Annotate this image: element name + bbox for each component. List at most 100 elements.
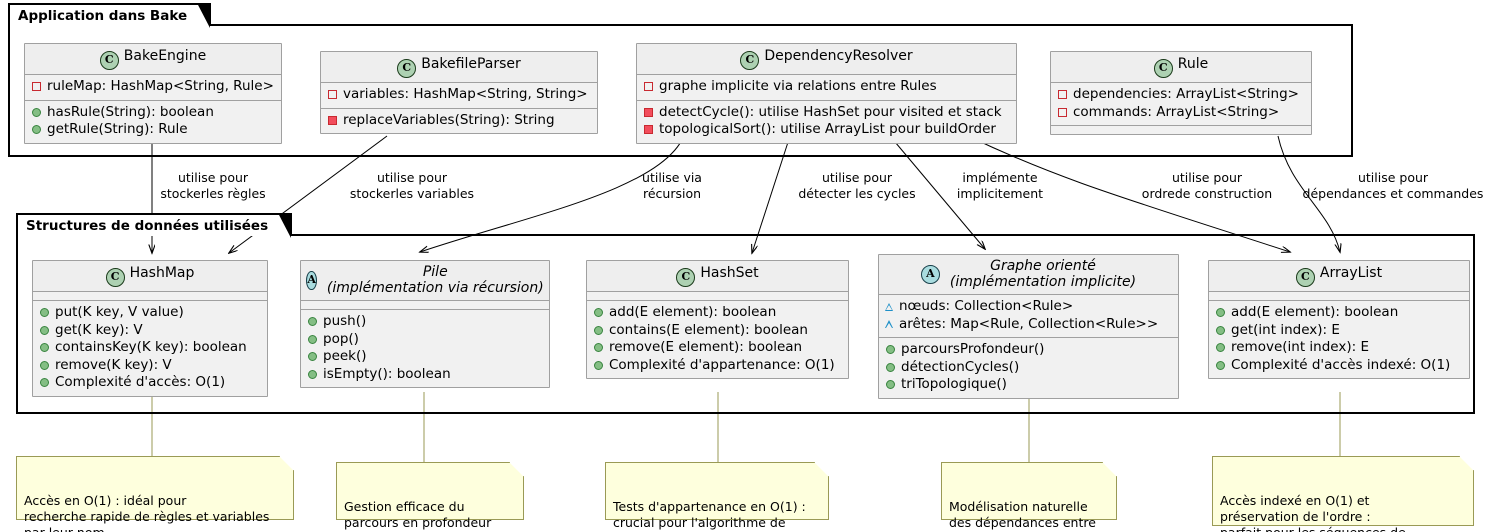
public-method-icon [40, 325, 49, 335]
public-method-icon [886, 345, 895, 355]
note-hashset: Tests d'appartenance en O(1) : crucial p… [605, 462, 829, 532]
class-GrapheOriente-name: Graphe orienté [990, 258, 1096, 274]
class-Pile[interactable]: A Pile (implémentation via récursion) pu… [300, 260, 550, 388]
method-row: get(int index): E [1215, 322, 1462, 340]
method-row: getRule(String): Rule [31, 121, 274, 139]
method-row: detectCycle(): utilise HashSet pour visi… [643, 104, 1009, 122]
class-BakeEngine-methods: hasRule(String): boolean getRule(String)… [25, 100, 281, 143]
class-Pile-subtitle: (implémentation via récursion) [326, 280, 544, 296]
class-BakefileParser-methods: replaceVariables(String): String [321, 108, 597, 133]
method-row: put(K key, V value) [39, 304, 260, 322]
field-row: ruleMap: HashMap<String, Rule> [31, 78, 274, 96]
class-GrapheOriente[interactable]: A Graphe orienté (implémentation implici… [878, 254, 1179, 399]
public-method-icon [594, 360, 603, 370]
class-icon: C [105, 268, 125, 287]
note-graphe: Modélisation naturelle des dépendances e… [941, 462, 1117, 532]
note-arraylist: Accès indexé en O(1) et préservation de … [1212, 456, 1474, 532]
edge-label-detect-cycles: utilise pour détecter les cycles [798, 170, 916, 201]
class-ArrayList-fields [1209, 292, 1469, 301]
public-method-icon [308, 352, 317, 362]
edge-label-build-order: utilise pour ordrede construction [1141, 170, 1273, 201]
class-DependencyResolver-fields: graphe implicite via relations entre Rul… [637, 75, 1016, 101]
public-method-icon [308, 334, 317, 344]
class-icon: C [1295, 268, 1315, 287]
pkg-application-title: Application dans Bake [18, 7, 188, 24]
method-row: pop() [307, 331, 542, 349]
field-row: variables: HashMap<String, String> [327, 86, 590, 104]
class-HashSet-fields [587, 292, 848, 301]
class-icon: C [1153, 59, 1173, 78]
pkg-application: Application dans Bake [8, 3, 1353, 157]
method-row: get(K key): V [39, 322, 260, 340]
class-ArrayList-methods: add(E element): boolean get(int index): … [1209, 301, 1469, 378]
field-row: nœuds: Collection<Rule> [884, 298, 1171, 316]
method-row: remove(int index): E [1215, 339, 1462, 357]
class-Rule-fields: dependencies: ArrayList<String> commands… [1051, 83, 1311, 126]
method-row: peek() [307, 348, 542, 366]
class-Pile-name: Pile [422, 264, 448, 280]
edge-label-store-rules: utilise pour stockerles règles [160, 170, 266, 201]
method-row: add(E element): boolean [593, 304, 841, 322]
pkg-structures-title-tab: Structures de données utilisées [16, 213, 293, 238]
class-Rule-methods [1051, 126, 1311, 134]
method-row: add(E element): boolean [1215, 304, 1462, 322]
method-row: topologicalSort(): utilise ArrayList pou… [643, 121, 1009, 139]
field-row: commands: ArrayList<String> [1057, 104, 1304, 122]
method-row: push() [307, 313, 542, 331]
public-method-icon [1216, 343, 1225, 353]
edge-label-deps-commands: utilise pour dépendances et commandes [1302, 170, 1484, 201]
class-BakeEngine-name: BakeEngine [123, 48, 207, 64]
public-method-icon [594, 308, 603, 318]
class-HashMap-methods: put(K key, V value) get(K key): V contai… [33, 301, 267, 396]
private-method-icon [644, 107, 653, 117]
class-DependencyResolver-methods: detectCycle(): utilise HashSet pour visi… [637, 100, 1016, 143]
private-field-icon [644, 82, 653, 92]
public-method-icon [32, 107, 41, 117]
class-Pile-methods: push() pop() peek() isEmpty(): boolean [301, 310, 549, 387]
class-icon: C [676, 268, 696, 287]
class-icon: C [397, 59, 417, 78]
public-method-icon [32, 125, 41, 135]
method-row: Complexité d'accès indexé: O(1) [1215, 357, 1462, 375]
abstract-class-icon: A [306, 270, 317, 290]
field-row: graphe implicite via relations entre Rul… [643, 78, 1009, 96]
edge-label-store-variables: utilise pour stockerles variables [349, 170, 475, 201]
public-method-icon [886, 362, 895, 372]
private-method-icon [644, 125, 653, 135]
field-row: dependencies: ArrayList<String> [1057, 86, 1304, 104]
method-row: containsKey(K key): boolean [39, 339, 260, 357]
private-method-icon [328, 115, 337, 125]
field-row: arêtes: Map<Rule, Collection<Rule>> [884, 316, 1171, 334]
note-fold-icon [279, 456, 294, 471]
private-field-icon [32, 82, 41, 92]
public-method-icon [40, 343, 49, 353]
public-method-icon [40, 360, 49, 370]
class-Pile-fields [301, 301, 549, 310]
class-HashMap-name: HashMap [129, 265, 195, 281]
method-row: Complexité d'appartenance: O(1) [593, 357, 841, 375]
method-row: détectionCycles() [885, 359, 1171, 377]
class-GrapheOriente-subtitle: (implémentation implicite) [949, 274, 1137, 290]
class-HashSet-methods: add(E element): boolean contains(E eleme… [587, 301, 848, 378]
class-GrapheOriente-header: A Graphe orienté (implémentation implici… [879, 255, 1178, 295]
class-BakefileParser-name: BakefileParser [421, 56, 521, 72]
public-method-icon [886, 380, 895, 390]
class-ArrayList-name: ArrayList [1319, 265, 1383, 281]
note-fold-icon [814, 462, 829, 477]
pkg-application-title-tab: Application dans Bake [8, 3, 212, 28]
note-fold-icon [1459, 456, 1474, 471]
private-field-icon [1058, 90, 1067, 100]
method-row: contains(E element): boolean [593, 322, 841, 340]
protected-field-icon [884, 302, 893, 311]
class-BakeEngine-fields: ruleMap: HashMap<String, Rule> [25, 75, 281, 101]
class-Rule-name: Rule [1177, 56, 1209, 72]
